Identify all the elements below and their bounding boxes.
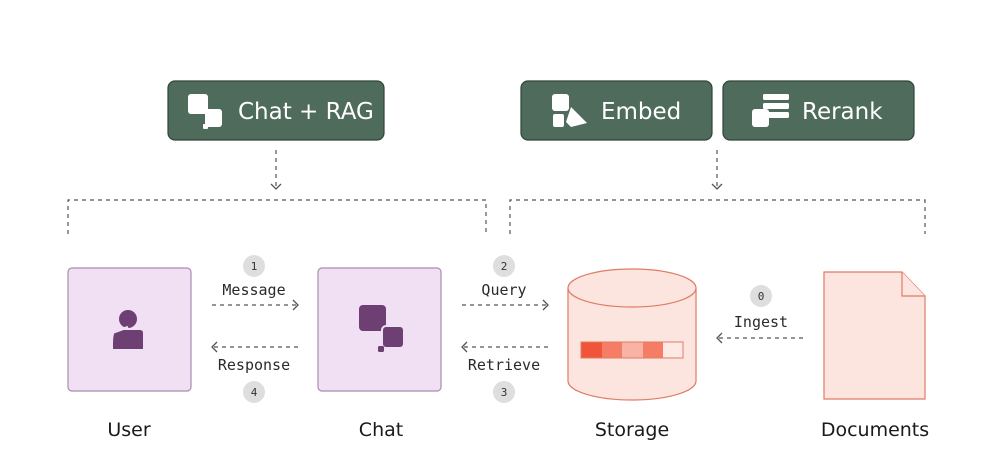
- edge-label-message: Message: [222, 281, 285, 299]
- edge-ingest: 0 Ingest: [716, 285, 803, 344]
- service-label-rerank: Rerank: [802, 99, 883, 125]
- node-documents: Documents: [821, 271, 929, 441]
- database-icon: [567, 268, 697, 401]
- step-badge-1: 1: [251, 260, 258, 273]
- service-chat-rag: Chat + RAG: [167, 80, 385, 141]
- edge-query: 2 Query: [462, 255, 549, 311]
- document-icon: [823, 271, 926, 400]
- service-embed: Embed: [520, 80, 713, 141]
- chat-bubbles-icon: [359, 305, 405, 352]
- service-label-chat-rag: Chat + RAG: [238, 99, 374, 125]
- storage-scope-bracket: [509, 199, 926, 234]
- node-user: User: [67, 267, 192, 441]
- service-rerank: Rerank: [722, 80, 915, 141]
- services-to-storage-connector: [711, 150, 723, 190]
- node-label-chat: Chat: [359, 419, 403, 441]
- node-chat: Chat: [317, 267, 442, 441]
- edge-label-ingest: Ingest: [734, 313, 788, 331]
- node-storage: Storage: [567, 268, 697, 441]
- step-badge-2: 2: [501, 260, 508, 273]
- step-badge-0: 0: [758, 290, 765, 303]
- rerank-stack-icon: [752, 94, 789, 127]
- edge-label-query: Query: [481, 281, 526, 299]
- node-label-user: User: [107, 419, 150, 441]
- storage-vector-bar: [580, 341, 684, 359]
- chat-scope-bracket: [67, 199, 487, 234]
- edge-message: 1 Message: [212, 255, 299, 311]
- node-label-storage: Storage: [595, 419, 669, 441]
- chat-bubbles-icon: [188, 94, 222, 129]
- embed-shapes-icon: [552, 94, 587, 127]
- step-badge-4: 4: [251, 386, 258, 399]
- person-icon: [111, 310, 143, 349]
- edge-label-response: Response: [218, 356, 290, 374]
- edge-response: Response 4: [211, 341, 298, 403]
- edge-retrieve: Retrieve 3: [461, 341, 548, 403]
- step-badge-3: 3: [501, 386, 508, 399]
- edge-label-retrieve: Retrieve: [468, 356, 540, 374]
- service-label-embed: Embed: [601, 99, 681, 125]
- service-to-chat-connector: [270, 150, 282, 190]
- node-label-documents: Documents: [821, 419, 929, 441]
